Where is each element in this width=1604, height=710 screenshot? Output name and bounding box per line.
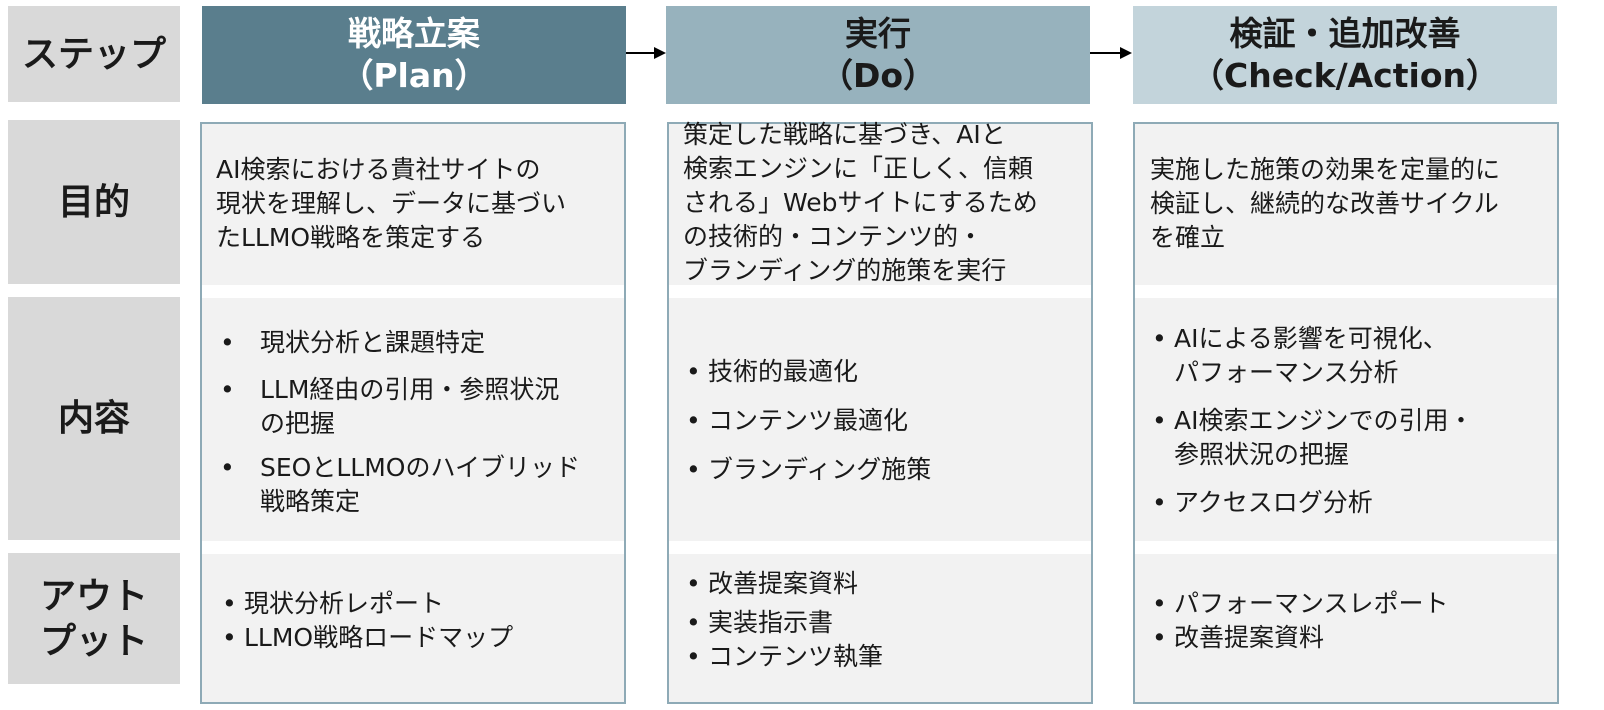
purpose-line: される」Webサイトにするため — [683, 188, 1038, 217]
purpose-text-check-action: 実施した施策の効果を定量的に 検証し、継続的な改善サイクル を確立 — [1150, 153, 1500, 255]
step-header-title: 実行 — [845, 13, 911, 53]
output-line: 改善提案資料 — [708, 569, 859, 598]
row-label-content: 内容 — [8, 297, 180, 540]
purpose-line: 策定した戦略に基づき、AIと — [683, 120, 1006, 149]
row-divider — [1135, 541, 1557, 554]
content-line: AIによる影響を可視化、 — [1174, 324, 1448, 353]
output-item-do: • 改善提案資料 — [686, 567, 858, 601]
row-label-step: ステップ — [8, 6, 180, 102]
content-item-do: • ブランディング施策 — [686, 453, 931, 487]
output-item-check-action: • パフォーマンスレポート — [1152, 587, 1449, 621]
output-line: パフォーマンスレポート — [1174, 589, 1449, 618]
output-line: コンテンツ執筆 — [708, 642, 884, 671]
arrow-right-icon — [626, 47, 666, 59]
bullet-icon: • — [1152, 406, 1167, 435]
output-line: 実装指示書 — [708, 608, 834, 637]
bullet-icon: • — [222, 623, 237, 652]
content-item-check-action: • AIによる影響を可視化、 パフォーマンス分析 — [1152, 322, 1448, 390]
step-header-check-action: 検証・追加改善 （Check/Action） — [1133, 6, 1557, 104]
column-plan — [200, 122, 626, 704]
output-item-do: • 実装指示書 — [686, 606, 833, 640]
row-label-output-line: アウト — [39, 575, 148, 617]
bullet-icon: • — [1152, 324, 1167, 353]
step-header-title: 戦略立案 — [348, 13, 480, 53]
purpose-line: 実施した施策の効果を定量的に — [1150, 155, 1501, 184]
row-label-content-text: 内容 — [57, 398, 130, 439]
bullet-icon: • — [1152, 488, 1167, 517]
row-divider — [669, 285, 1091, 298]
content-item-plan: • SEOとLLMOのハイブリッド 戦略策定 — [220, 451, 580, 519]
bullet-icon: • — [220, 375, 235, 404]
content-item-do: • 技術的最適化 — [686, 355, 858, 389]
output-line: 現状分析レポート — [244, 589, 445, 618]
content-line: 戦略策定 — [260, 487, 361, 516]
bullet-icon: • — [1152, 589, 1167, 618]
step-header-subtitle: （Check/Action） — [1190, 56, 1499, 95]
step-header-title: 検証・追加改善 — [1229, 13, 1461, 53]
row-label-step-text: ステップ — [21, 33, 166, 75]
content-line: 現状分析と課題特定 — [260, 328, 486, 357]
content-line: コンテンツ最適化 — [708, 406, 909, 435]
row-label-output: アウト プット — [8, 553, 180, 684]
purpose-text-do: 策定した戦略に基づき、AIと 検索エンジンに「正しく、信頼 される」Webサイト… — [683, 118, 1038, 288]
content-item-plan: • LLM経由の引用・参照状況 の把握 — [220, 373, 559, 441]
purpose-line: 現状を理解し、データに基づい — [216, 189, 567, 218]
step-header-subtitle: （Do） — [819, 56, 937, 95]
content-line: 参照状況の把握 — [1174, 440, 1350, 469]
row-divider — [202, 541, 624, 554]
bullet-icon: • — [220, 453, 235, 482]
row-divider — [669, 541, 1091, 554]
content-line: 技術的最適化 — [708, 357, 859, 386]
output-line: 改善提案資料 — [1174, 623, 1325, 652]
content-item-check-action: • AI検索エンジンでの引用・ 参照状況の把握 — [1152, 404, 1473, 472]
content-item-plan: • 現状分析と課題特定 — [220, 326, 485, 360]
content-line: SEOとLLMOのハイブリッド — [260, 453, 580, 482]
content-line: LLM経由の引用・参照状況 — [260, 375, 560, 404]
bullet-icon: • — [686, 357, 701, 386]
purpose-line: たLLMO戦略を策定する — [216, 223, 486, 252]
row-label-output-line: プット — [39, 620, 148, 662]
purpose-line: ブランディング的施策を実行 — [683, 256, 1007, 285]
output-item-do: • コンテンツ執筆 — [686, 640, 883, 674]
row-divider — [202, 285, 624, 298]
bullet-icon: • — [1152, 623, 1167, 652]
arrow-right-icon — [1090, 47, 1132, 59]
row-label-purpose-text: 目的 — [57, 181, 130, 223]
bullet-icon: • — [220, 328, 235, 357]
output-item-check-action: • 改善提案資料 — [1152, 621, 1324, 655]
row-label-purpose: 目的 — [8, 120, 180, 284]
step-header-do: 実行 （Do） — [666, 6, 1090, 104]
purpose-line: 検索エンジンに「正しく、信頼 — [683, 154, 1034, 183]
output-item-plan: • LLMO戦略ロードマップ — [222, 621, 513, 655]
purpose-text-plan: AI検索における貴社サイトの 現状を理解し、データに基づい たLLMO戦略を策定… — [216, 153, 566, 255]
purpose-line: 検証し、継続的な改善サイクル — [1150, 189, 1499, 218]
purpose-line: を確立 — [1150, 223, 1226, 252]
content-item-check-action: • アクセスログ分析 — [1152, 486, 1373, 520]
bullet-icon: • — [686, 455, 701, 484]
content-line: の把握 — [260, 409, 336, 438]
output-line: LLMO戦略ロードマップ — [244, 623, 514, 652]
content-line: ブランディング施策 — [708, 455, 932, 484]
bullet-icon: • — [686, 406, 701, 435]
bullet-icon: • — [686, 608, 701, 637]
step-header-subtitle: （Plan） — [340, 56, 488, 95]
output-item-plan: • 現状分析レポート — [222, 587, 444, 621]
content-line: AI検索エンジンでの引用・ — [1174, 406, 1474, 435]
content-line: アクセスログ分析 — [1174, 488, 1373, 517]
column-do — [667, 122, 1093, 704]
column-check-action — [1133, 122, 1559, 704]
bullet-icon: • — [686, 642, 701, 671]
content-line: パフォーマンス分析 — [1174, 358, 1399, 387]
bullet-icon: • — [686, 569, 701, 598]
step-header-plan: 戦略立案 （Plan） — [202, 6, 626, 104]
row-divider — [1135, 285, 1557, 298]
purpose-line: の技術的・コンテンツ的・ — [683, 222, 984, 251]
content-item-do: • コンテンツ最適化 — [686, 404, 908, 438]
bullet-icon: • — [222, 589, 237, 618]
purpose-line: AI検索における貴社サイトの — [216, 155, 541, 184]
